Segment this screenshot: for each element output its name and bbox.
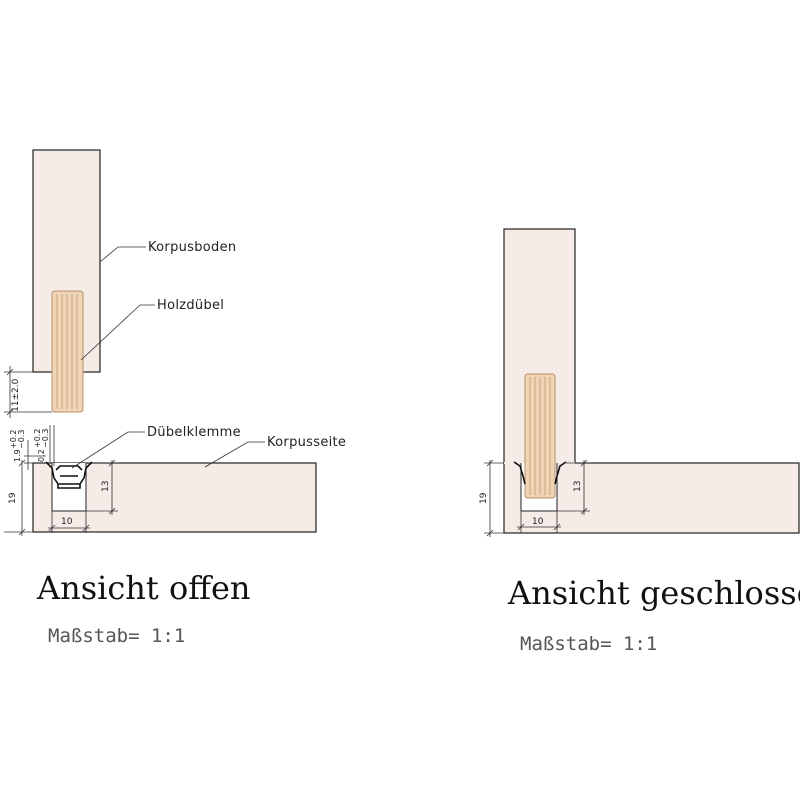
duebelklemme-clip — [45, 461, 93, 489]
label-korpusboden: Korpusboden — [148, 240, 236, 255]
view-open: Korpusboden Holzdübel Dübelklemme Korpus… — [4, 149, 346, 647]
label-holzduebel: Holzdübel — [157, 298, 224, 313]
title-open: Ansicht offen — [36, 569, 250, 607]
dim-depth-closed: 13 — [557, 459, 590, 515]
dim-tolerance-a: 1.9 +0.2 −0.3 — [9, 430, 46, 470]
dim-tol-b-base: 0.2 — [37, 449, 46, 462]
dim-width-closed: 10 — [517, 511, 561, 533]
holzduebel-dowel-closed — [524, 373, 556, 499]
dim-tol-b-minus: −0.3 — [41, 429, 50, 448]
dim-width-open-text: 10 — [61, 517, 73, 527]
dim-thickness-open-text: 19 — [8, 492, 18, 504]
dim-width-open: 10 — [48, 511, 90, 533]
dim-thickness-closed-text: 19 — [479, 492, 489, 504]
dim-gap: 11±2.0 — [4, 366, 52, 418]
view-closed: 19 13 10 Ansicht geschlossen Maßstab= 1:… — [479, 228, 800, 655]
scale-closed: Maßstab= 1:1 — [520, 633, 657, 655]
label-duebelklemme: Dübelklemme — [147, 425, 241, 440]
dim-depth-open: 13 — [86, 459, 118, 515]
dim-depth-open-text: 13 — [101, 481, 111, 492]
dim-tol-a-plus: +0.2 — [9, 430, 18, 449]
dim-thickness-closed: 19 — [479, 459, 504, 537]
dim-tol-a-minus: −0.3 — [17, 430, 26, 449]
title-closed: Ansicht geschlossen — [507, 574, 800, 612]
dim-gap-text: 11±2.0 — [11, 378, 21, 412]
holzduebel-dowel — [51, 290, 84, 413]
label-korpusseite: Korpusseite — [267, 435, 346, 450]
dim-tol-b-plus: +0.2 — [33, 429, 42, 448]
dim-thickness-open: 19 — [4, 459, 33, 536]
duebelklemme-clip-closed — [513, 461, 567, 485]
groove-open — [51, 463, 87, 512]
dim-tolerance-b: 0.2 +0.2 −0.3 — [33, 425, 55, 466]
dim-tol-a-base: 1.9 — [13, 449, 22, 462]
scale-open: Maßstab= 1:1 — [48, 625, 185, 647]
dim-width-closed-text: 10 — [532, 517, 544, 527]
dim-depth-closed-text: 13 — [573, 481, 583, 492]
